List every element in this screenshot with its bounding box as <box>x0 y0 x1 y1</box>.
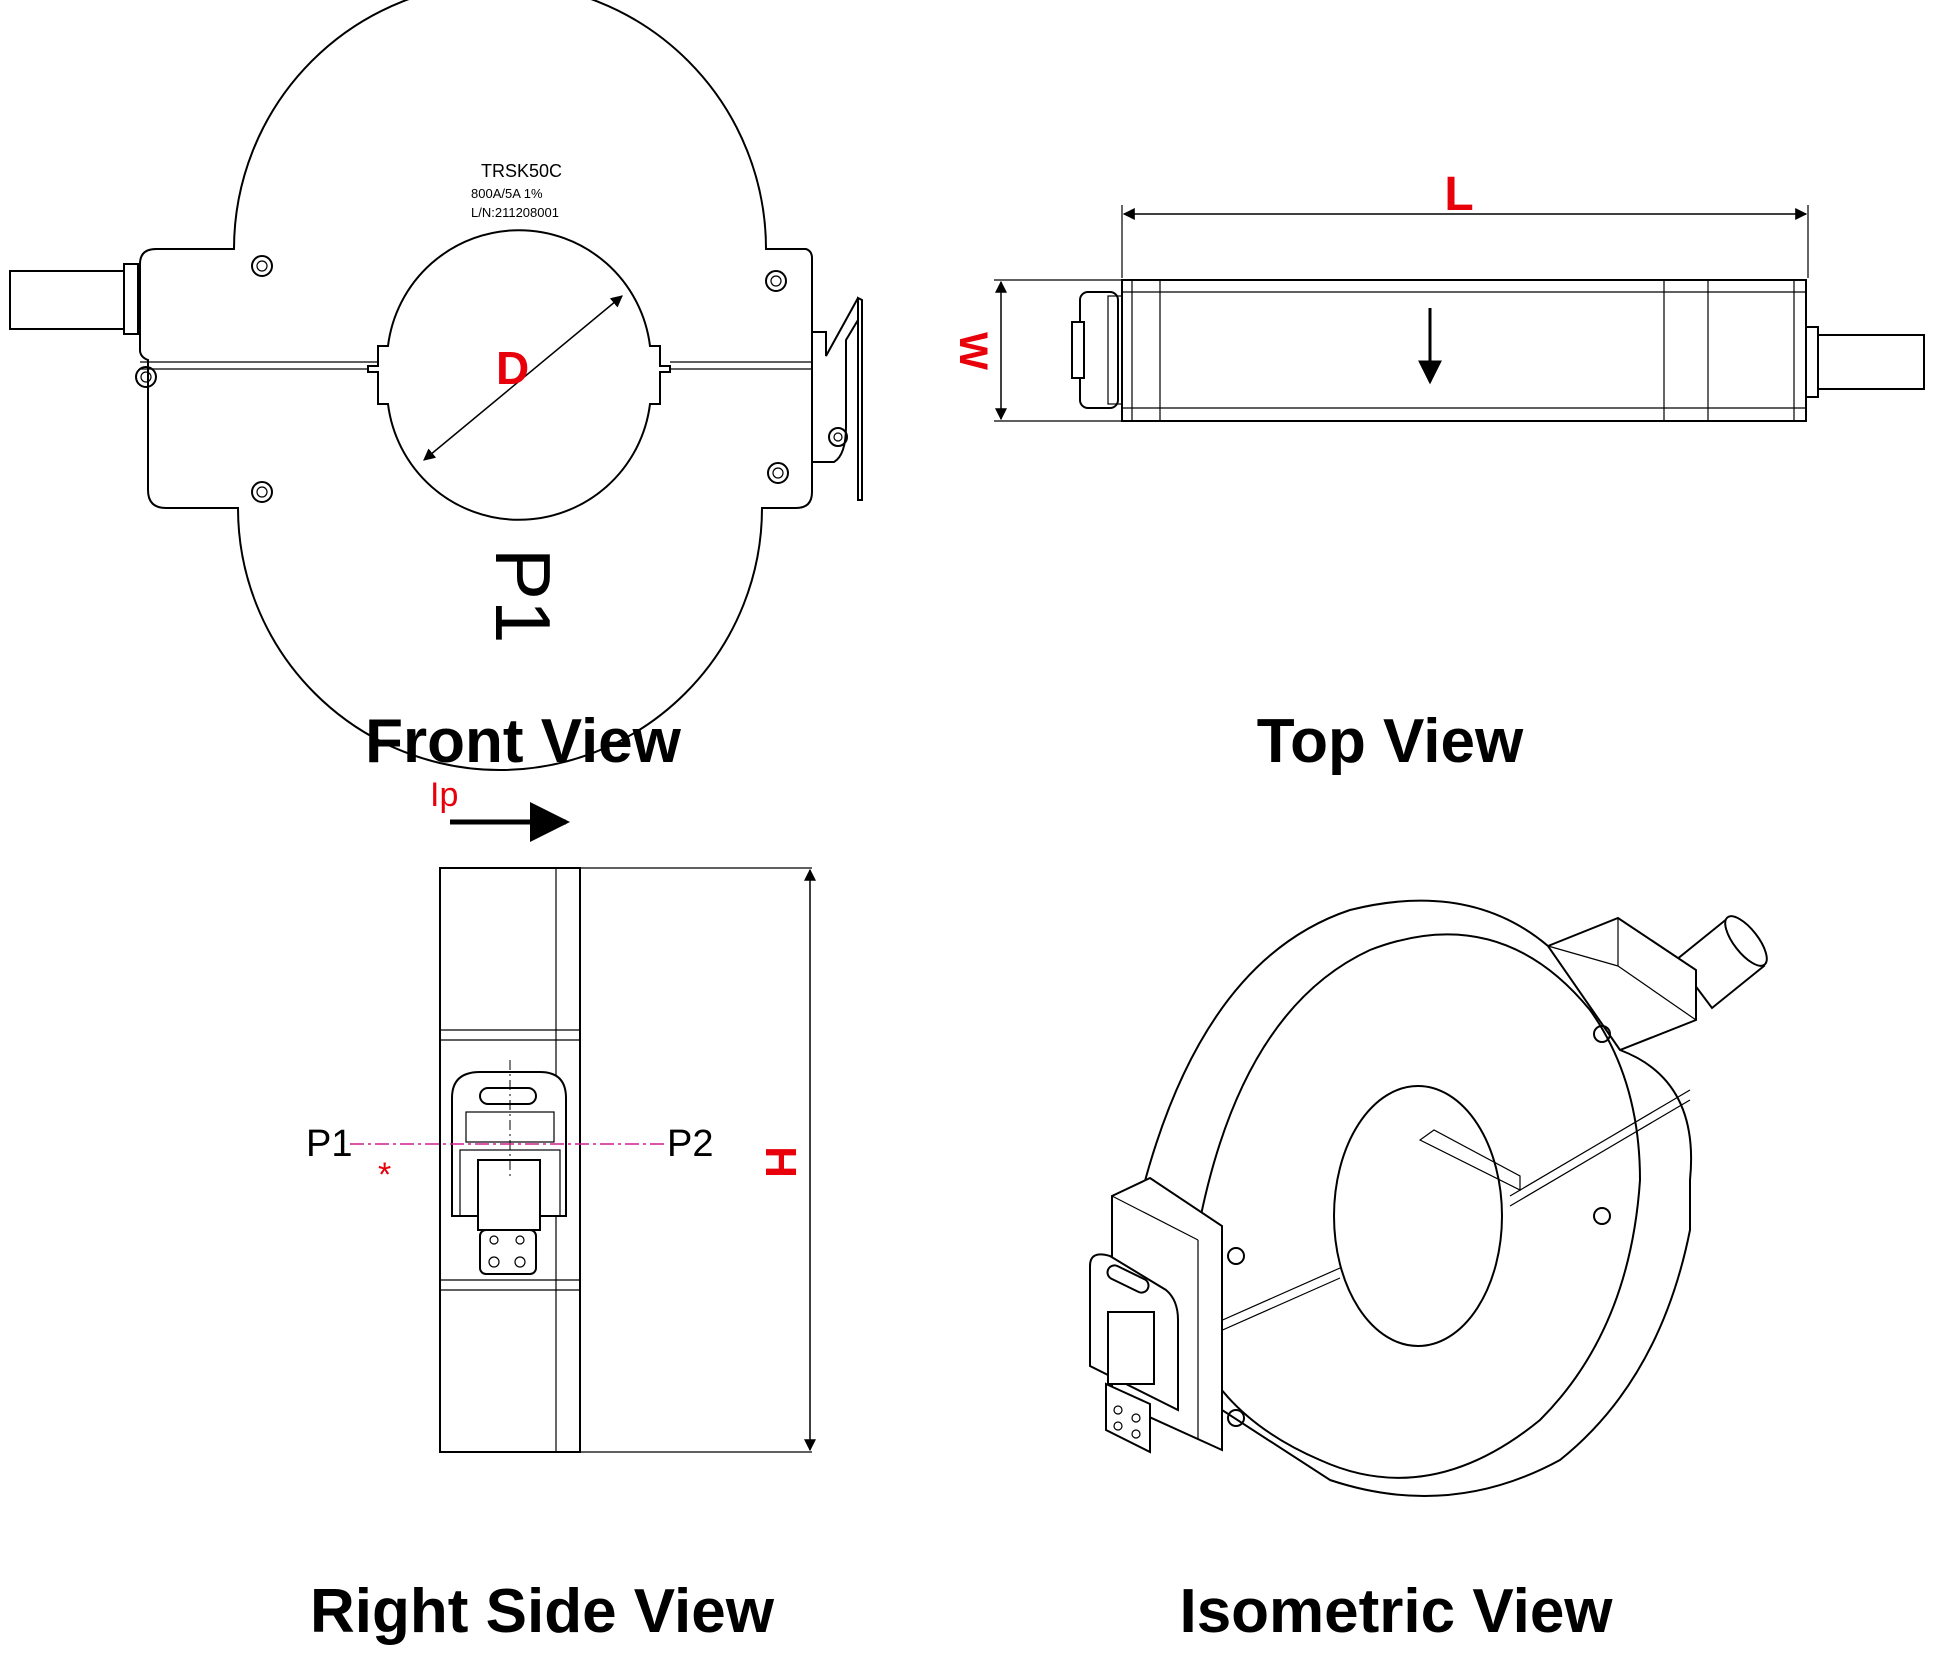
top-view-caption: Top View <box>1257 707 1524 776</box>
front-serial-text: L/N:211208001 <box>471 205 559 220</box>
front-mounting-holes <box>135 255 789 503</box>
front-p1-mark: P1 <box>479 548 567 643</box>
side-p1-label: P1 <box>306 1123 352 1165</box>
top-l-label: L <box>1444 168 1473 221</box>
iso-terminal-block <box>1089 1176 1223 1454</box>
side-h-label: H <box>756 1146 805 1178</box>
side-ip-label: Ip <box>430 776 458 814</box>
side-view-caption: Right Side View <box>310 1577 775 1646</box>
front-model-text: TRSK50C <box>481 161 562 181</box>
side-p2-label: P2 <box>667 1123 713 1165</box>
front-view: D TRSK50C 800A/5A 1% L/N:211208001 P1 Fr… <box>9 0 863 776</box>
iso-aperture <box>1333 1085 1503 1347</box>
front-rating-text: 800A/5A 1% <box>471 186 543 201</box>
iso-view-caption: Isometric View <box>1179 1577 1613 1646</box>
top-w-label: W <box>951 332 995 370</box>
top-view: L W Top View <box>951 168 1925 776</box>
side-polarity-mark: * <box>378 1156 391 1194</box>
front-view-caption: Front View <box>365 707 682 776</box>
front-d-label: D <box>496 342 529 394</box>
front-d-dimension-line <box>423 295 623 461</box>
top-cable-stub <box>1805 334 1925 390</box>
isometric-view: Isometric View <box>1089 899 1768 1646</box>
front-cable-stub <box>9 263 139 335</box>
side-latch <box>451 1060 567 1275</box>
top-body <box>1121 279 1807 422</box>
front-terminal-latch <box>811 296 863 501</box>
right-side-view: Ip H P1 P2 * Right Side View <box>306 776 816 1646</box>
